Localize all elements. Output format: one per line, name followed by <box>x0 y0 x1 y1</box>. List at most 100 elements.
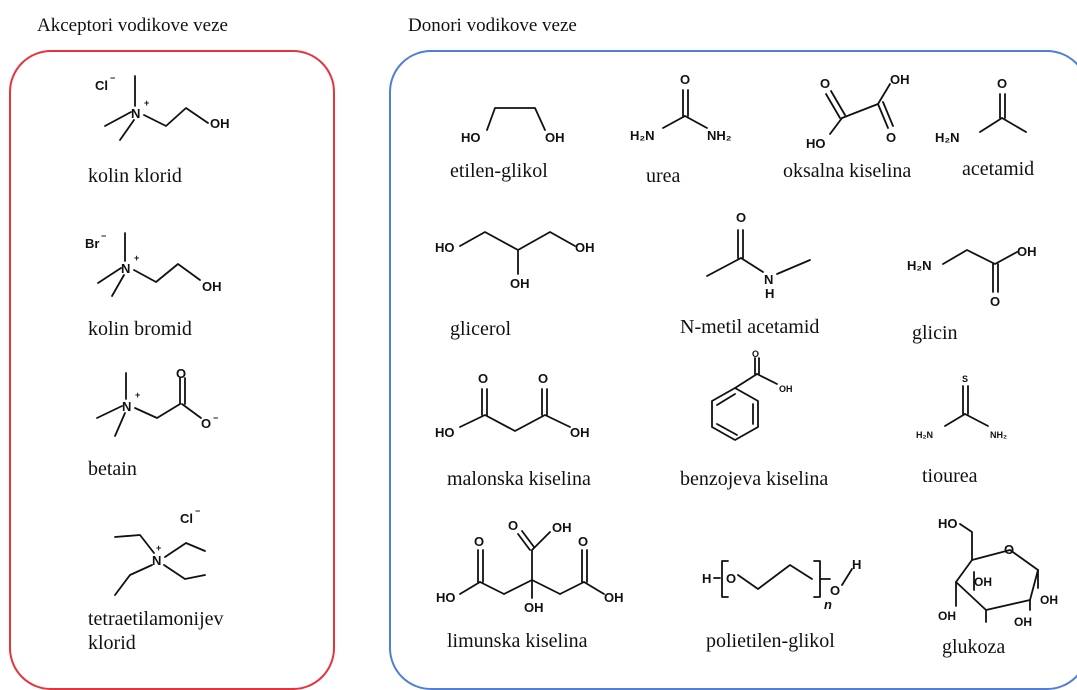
svg-text:HO: HO <box>461 130 481 145</box>
svg-text:+: + <box>144 98 149 108</box>
svg-text:O: O <box>820 76 830 91</box>
acceptors-heading: Akceptori vodikove veze <box>37 15 228 36</box>
acceptor-name-line1: tetraetilamonijev <box>88 608 224 630</box>
svg-text:OH: OH <box>779 384 793 394</box>
svg-text:OH: OH <box>1014 615 1032 629</box>
svg-text:OH: OH <box>1040 593 1058 607</box>
svg-text:H₂N: H₂N <box>916 430 933 440</box>
acceptor-name: kolin bromid <box>88 318 192 340</box>
donor-name: glicin <box>912 322 958 344</box>
svg-text:S: S <box>962 374 968 384</box>
svg-text:OH: OH <box>890 72 910 87</box>
svg-text:OH: OH <box>552 520 572 535</box>
acetamide-structure: O H₂N <box>935 76 1027 145</box>
svg-text:Cl: Cl <box>180 511 193 526</box>
svg-text:O: O <box>990 294 1000 309</box>
donor-name: glukoza <box>942 636 1006 658</box>
donor-name: tiourea <box>922 465 978 487</box>
svg-text:OH: OH <box>545 130 565 145</box>
acceptor-name: betain <box>88 458 137 480</box>
svg-text:O: O <box>538 371 548 386</box>
svg-text:O: O <box>726 571 736 586</box>
svg-text:OH: OH <box>604 590 624 605</box>
svg-text:N: N <box>121 261 130 276</box>
svg-text:O: O <box>997 76 1007 91</box>
svg-text:O: O <box>680 72 690 87</box>
svg-text:H₂N: H₂N <box>630 128 655 143</box>
svg-text:OH: OH <box>938 609 956 623</box>
svg-text:O: O <box>474 534 484 549</box>
choline-bromide-structure: Br− N+ OH <box>85 231 222 297</box>
svg-text:H: H <box>702 571 711 586</box>
svg-text:OH: OH <box>510 276 530 291</box>
donor-name: glicerol <box>450 318 512 340</box>
donor-name: acetamid <box>962 158 1035 180</box>
svg-text:Br: Br <box>85 236 99 251</box>
glycerol-structure: HO OH OH <box>435 231 595 291</box>
svg-text:O: O <box>578 534 588 549</box>
donor-name: oksalna kiselina <box>783 160 912 182</box>
donor-name: limunska kiselina <box>447 630 588 652</box>
donors-heading: Donori vodikove veze <box>408 15 577 36</box>
svg-text:O: O <box>508 518 518 533</box>
oxalic-acid-structure: O HO OH O <box>806 72 910 151</box>
svg-text:O: O <box>830 583 840 598</box>
svg-text:−: − <box>213 413 218 423</box>
svg-text:H₂N: H₂N <box>935 130 960 145</box>
svg-text:O: O <box>886 130 896 145</box>
glucose-structure: HO O OH OH OH OH <box>938 516 1058 629</box>
svg-text:+: + <box>134 253 139 263</box>
svg-text:O: O <box>736 210 746 225</box>
svg-text:−: − <box>195 506 200 516</box>
n-methyl-acetamide-structure: O N H <box>706 210 811 301</box>
svg-text:O: O <box>201 416 211 431</box>
svg-text:+: + <box>156 543 161 553</box>
svg-text:HO: HO <box>806 136 826 151</box>
ethylene-glycol-structure: HO OH <box>461 107 565 145</box>
svg-text:O: O <box>752 349 759 359</box>
benzoic-acid-structure: O OH <box>711 349 793 441</box>
svg-text:H: H <box>765 286 774 301</box>
svg-text:Cl: Cl <box>95 78 108 93</box>
glycine-structure: H₂N OH O <box>907 244 1037 309</box>
acceptor-name-line2: klorid <box>88 632 136 654</box>
thiourea-structure: S H₂N NH₂ <box>916 374 1007 440</box>
svg-text:H₂N: H₂N <box>907 258 932 273</box>
svg-text:HO: HO <box>435 240 455 255</box>
acceptor-name: kolin klorid <box>88 165 182 187</box>
donor-name: polietilen-glikol <box>706 630 835 652</box>
svg-text:OH: OH <box>210 116 230 131</box>
svg-text:HO: HO <box>938 516 958 531</box>
svg-text:OH: OH <box>570 425 590 440</box>
svg-text:OH: OH <box>575 240 595 255</box>
donor-name: benzojeva kiselina <box>680 468 829 490</box>
donor-name: malonska kiselina <box>447 468 591 490</box>
svg-text:N: N <box>764 272 773 287</box>
svg-text:H: H <box>852 557 861 572</box>
svg-text:−: − <box>110 73 115 83</box>
polyethylene-glycol-structure: H O n O H <box>702 557 861 612</box>
svg-text:+: + <box>135 390 140 400</box>
betaine-structure: N+ O O− <box>96 366 218 437</box>
svg-text:O: O <box>176 366 186 381</box>
svg-text:OH: OH <box>524 600 544 615</box>
svg-text:OH: OH <box>202 279 222 294</box>
svg-text:OH: OH <box>1017 244 1037 259</box>
svg-text:O: O <box>1004 542 1014 557</box>
svg-text:OH: OH <box>974 575 992 589</box>
svg-text:N: N <box>122 399 131 414</box>
tetraethylammonium-chloride-structure: Cl− N+ <box>114 506 206 596</box>
donor-name: etilen-glikol <box>450 160 548 182</box>
donor-name: N-metil acetamid <box>680 316 820 338</box>
urea-structure: O H₂N NH₂ <box>630 72 732 143</box>
svg-text:NH₂: NH₂ <box>990 430 1007 440</box>
donor-name: urea <box>646 165 681 187</box>
citric-acid-structure: O OH OH O HO O OH <box>436 518 624 615</box>
svg-text:N: N <box>131 106 140 121</box>
svg-text:n: n <box>824 597 832 612</box>
svg-text:O: O <box>478 371 488 386</box>
svg-text:HO: HO <box>435 425 455 440</box>
choline-chloride-structure: Cl− N + OH <box>95 73 230 141</box>
malonic-acid-structure: O O HO OH <box>435 371 590 440</box>
svg-text:HO: HO <box>436 590 456 605</box>
